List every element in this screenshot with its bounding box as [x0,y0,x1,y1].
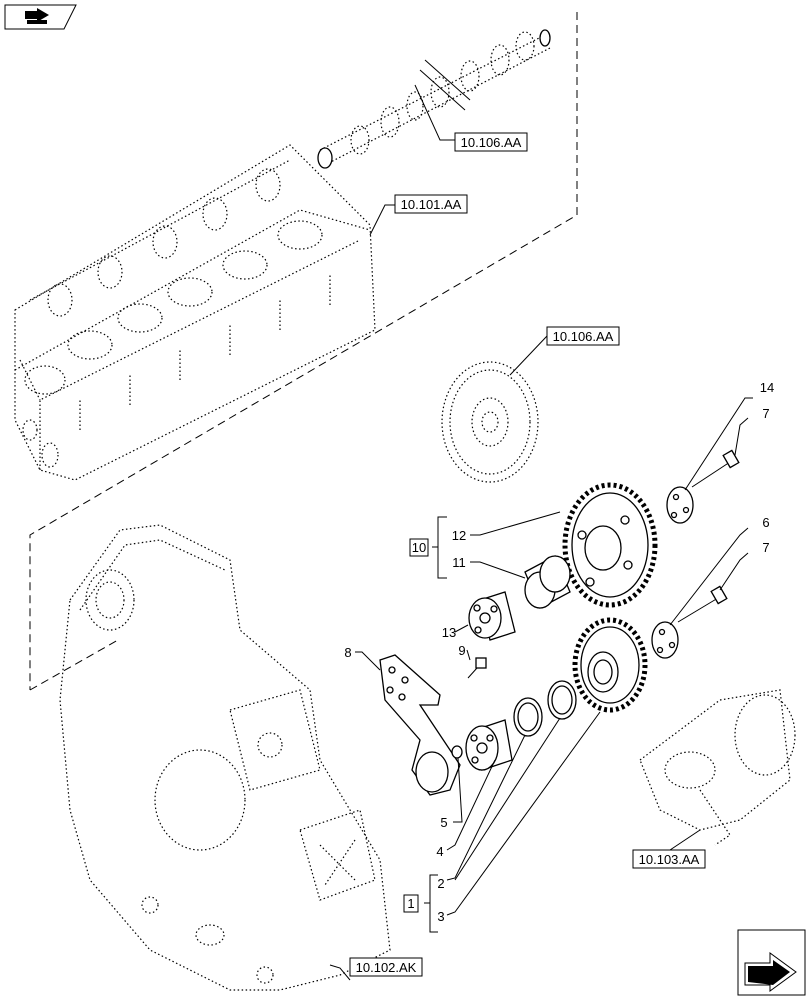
ref-box-camshaft[interactable]: 10.106.AA [454,132,528,152]
callout-10: 10 [412,540,426,555]
next-page-arrow-icon[interactable] [737,929,806,996]
crankshaft [639,689,796,846]
bushing-upper [524,555,571,609]
group-bracket-1 [424,874,438,933]
ref-box-timing-cover[interactable]: 10.102.AK [349,957,423,977]
ref-crankshaft-label: 10.103.AA [639,852,700,867]
callout-box-1 [403,894,419,913]
assembly-frame [29,12,578,691]
ref-box-camshaft-gear[interactable]: 10.106.AA [546,326,620,346]
bolt-lower [677,585,728,623]
callout-7-upper: 7 [762,406,769,421]
washer-lower [651,621,679,659]
callout-5: 5 [440,815,447,830]
bolt-upper [691,449,740,488]
ref-box-cylinder-head[interactable]: 10.101.AA [394,194,468,214]
callout-14: 14 [760,380,774,395]
callout-7-lower: 7 [762,540,769,555]
hub-upper [468,591,516,641]
bushing-lower-pair [513,680,577,737]
callout-12: 12 [452,528,466,543]
ref-box-crankshaft[interactable]: 10.103.AA [632,849,706,869]
ref-camshaft-label: 10.106.AA [461,135,522,150]
camshaft-gear [441,361,539,483]
callout-8: 8 [344,645,351,660]
idler-gear-upper [562,482,658,608]
bracket [379,654,461,796]
callout-11: 11 [452,555,466,570]
idler-gear-lower [572,617,648,713]
view-direction-icon [4,4,77,30]
leader-lines [329,84,753,981]
group-bracket-10 [432,516,447,579]
hub-lower [465,719,513,771]
ref-timing-cover-label: 10.102.AK [356,960,417,975]
callout-9: 9 [458,643,465,658]
callout-2: 2 [437,876,444,891]
screw-small [467,657,487,679]
callout-1: 1 [407,896,414,911]
ref-camshaft-gear-label: 10.106.AA [553,329,614,344]
timing-cover [59,524,391,991]
callout-6: 6 [762,515,769,530]
ref-cylinder-head-label: 10.101.AA [401,197,462,212]
cylinder-head [14,144,376,481]
washer-upper [666,486,694,524]
callout-box-10 [409,538,429,557]
callout-3: 3 [437,909,444,924]
callout-4: 4 [436,844,443,859]
callout-13: 13 [442,625,456,640]
pin [451,745,463,759]
camshaft [317,29,551,169]
